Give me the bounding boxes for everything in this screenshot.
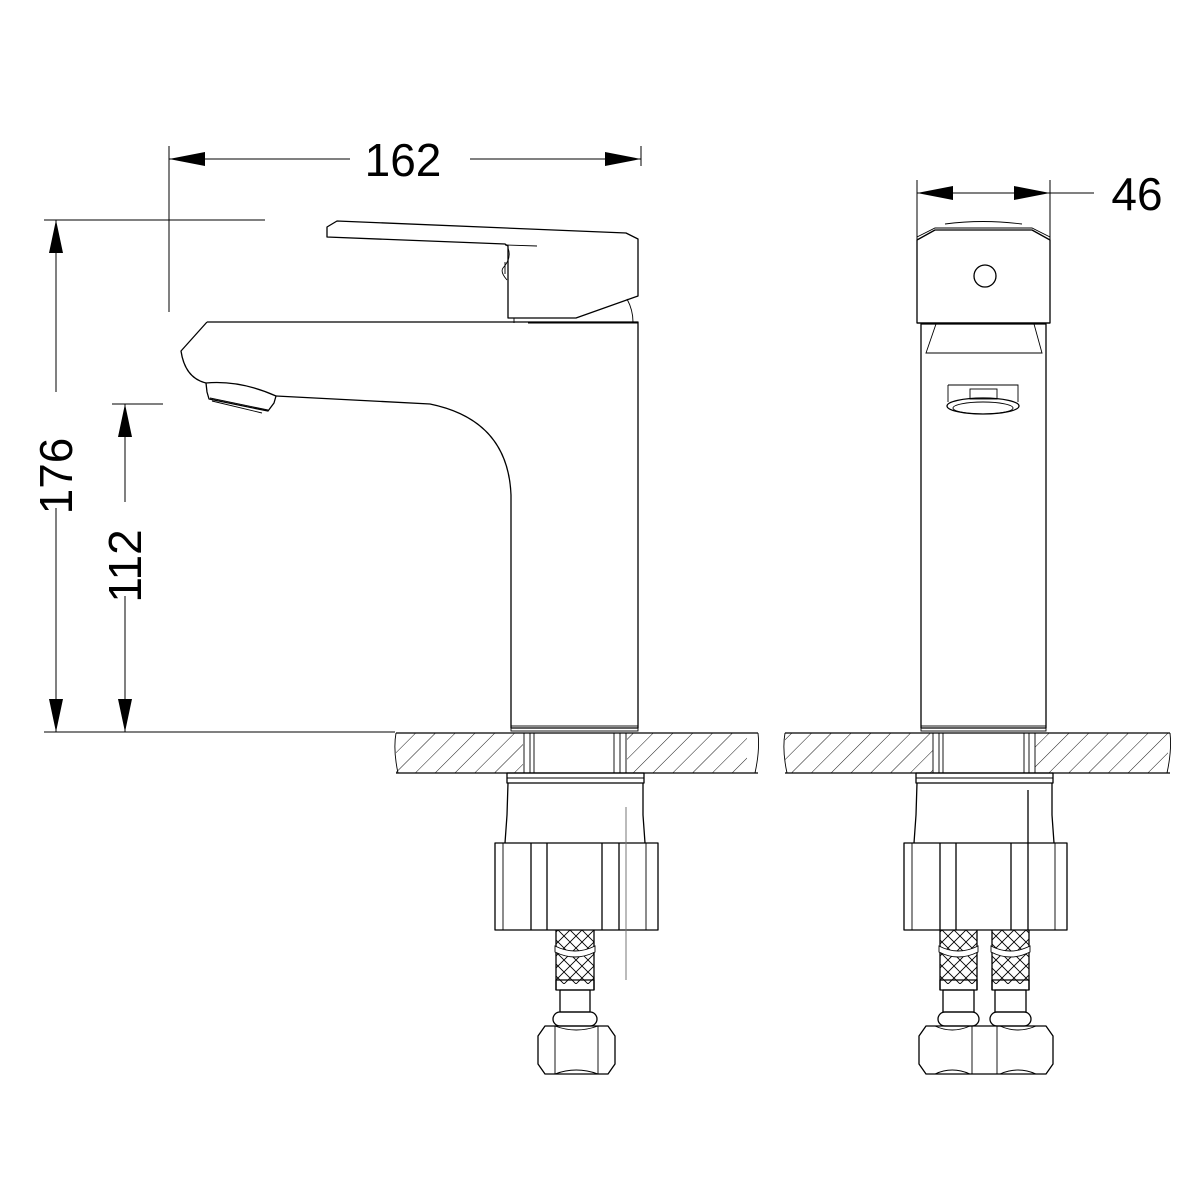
handle-screw-icon: [973, 264, 997, 288]
arrow-right-icon: [605, 152, 641, 166]
mounting-nut-front: [903, 842, 1068, 931]
braided-hose-left: [937, 930, 980, 1027]
side-view: [180, 220, 760, 1075]
dimension-label-length: 162: [365, 134, 442, 186]
arrow-up-icon: [49, 220, 63, 253]
dimension-46: 46: [916, 168, 1163, 240]
mounting-nut: [494, 842, 659, 931]
hex-fitting-front: [918, 1025, 1054, 1075]
dimension-112: 112: [99, 403, 163, 732]
dimension-162: 162: [168, 134, 642, 312]
mounting-assembly-front: [903, 772, 1068, 1075]
aerator: [205, 381, 277, 414]
handle-lever: [326, 220, 639, 323]
handle-head: [916, 221, 1051, 324]
countertop-section-front: [783, 732, 1172, 774]
dimension-label-width: 46: [1111, 168, 1162, 220]
hex-fitting: [537, 1025, 616, 1075]
arrow-down-icon: [49, 699, 63, 732]
arrow-up-icon: [118, 404, 132, 437]
mounting-assembly: [494, 772, 659, 1075]
arrow-left-icon: [169, 152, 205, 166]
front-view: [783, 221, 1172, 1075]
arrow-right-icon: [1014, 186, 1050, 200]
dimension-label-height: 176: [30, 438, 82, 515]
countertop-section: [394, 732, 760, 774]
faucet-body: [180, 321, 639, 732]
arrow-down-icon: [118, 699, 132, 732]
aerator-front: [946, 384, 1020, 415]
braided-hose: [552, 930, 598, 1027]
braided-hose-right: [989, 930, 1032, 1027]
arrow-left-icon: [917, 186, 953, 200]
dimension-176: 176: [30, 219, 395, 733]
dimension-label-spout-height: 112: [99, 529, 151, 602]
